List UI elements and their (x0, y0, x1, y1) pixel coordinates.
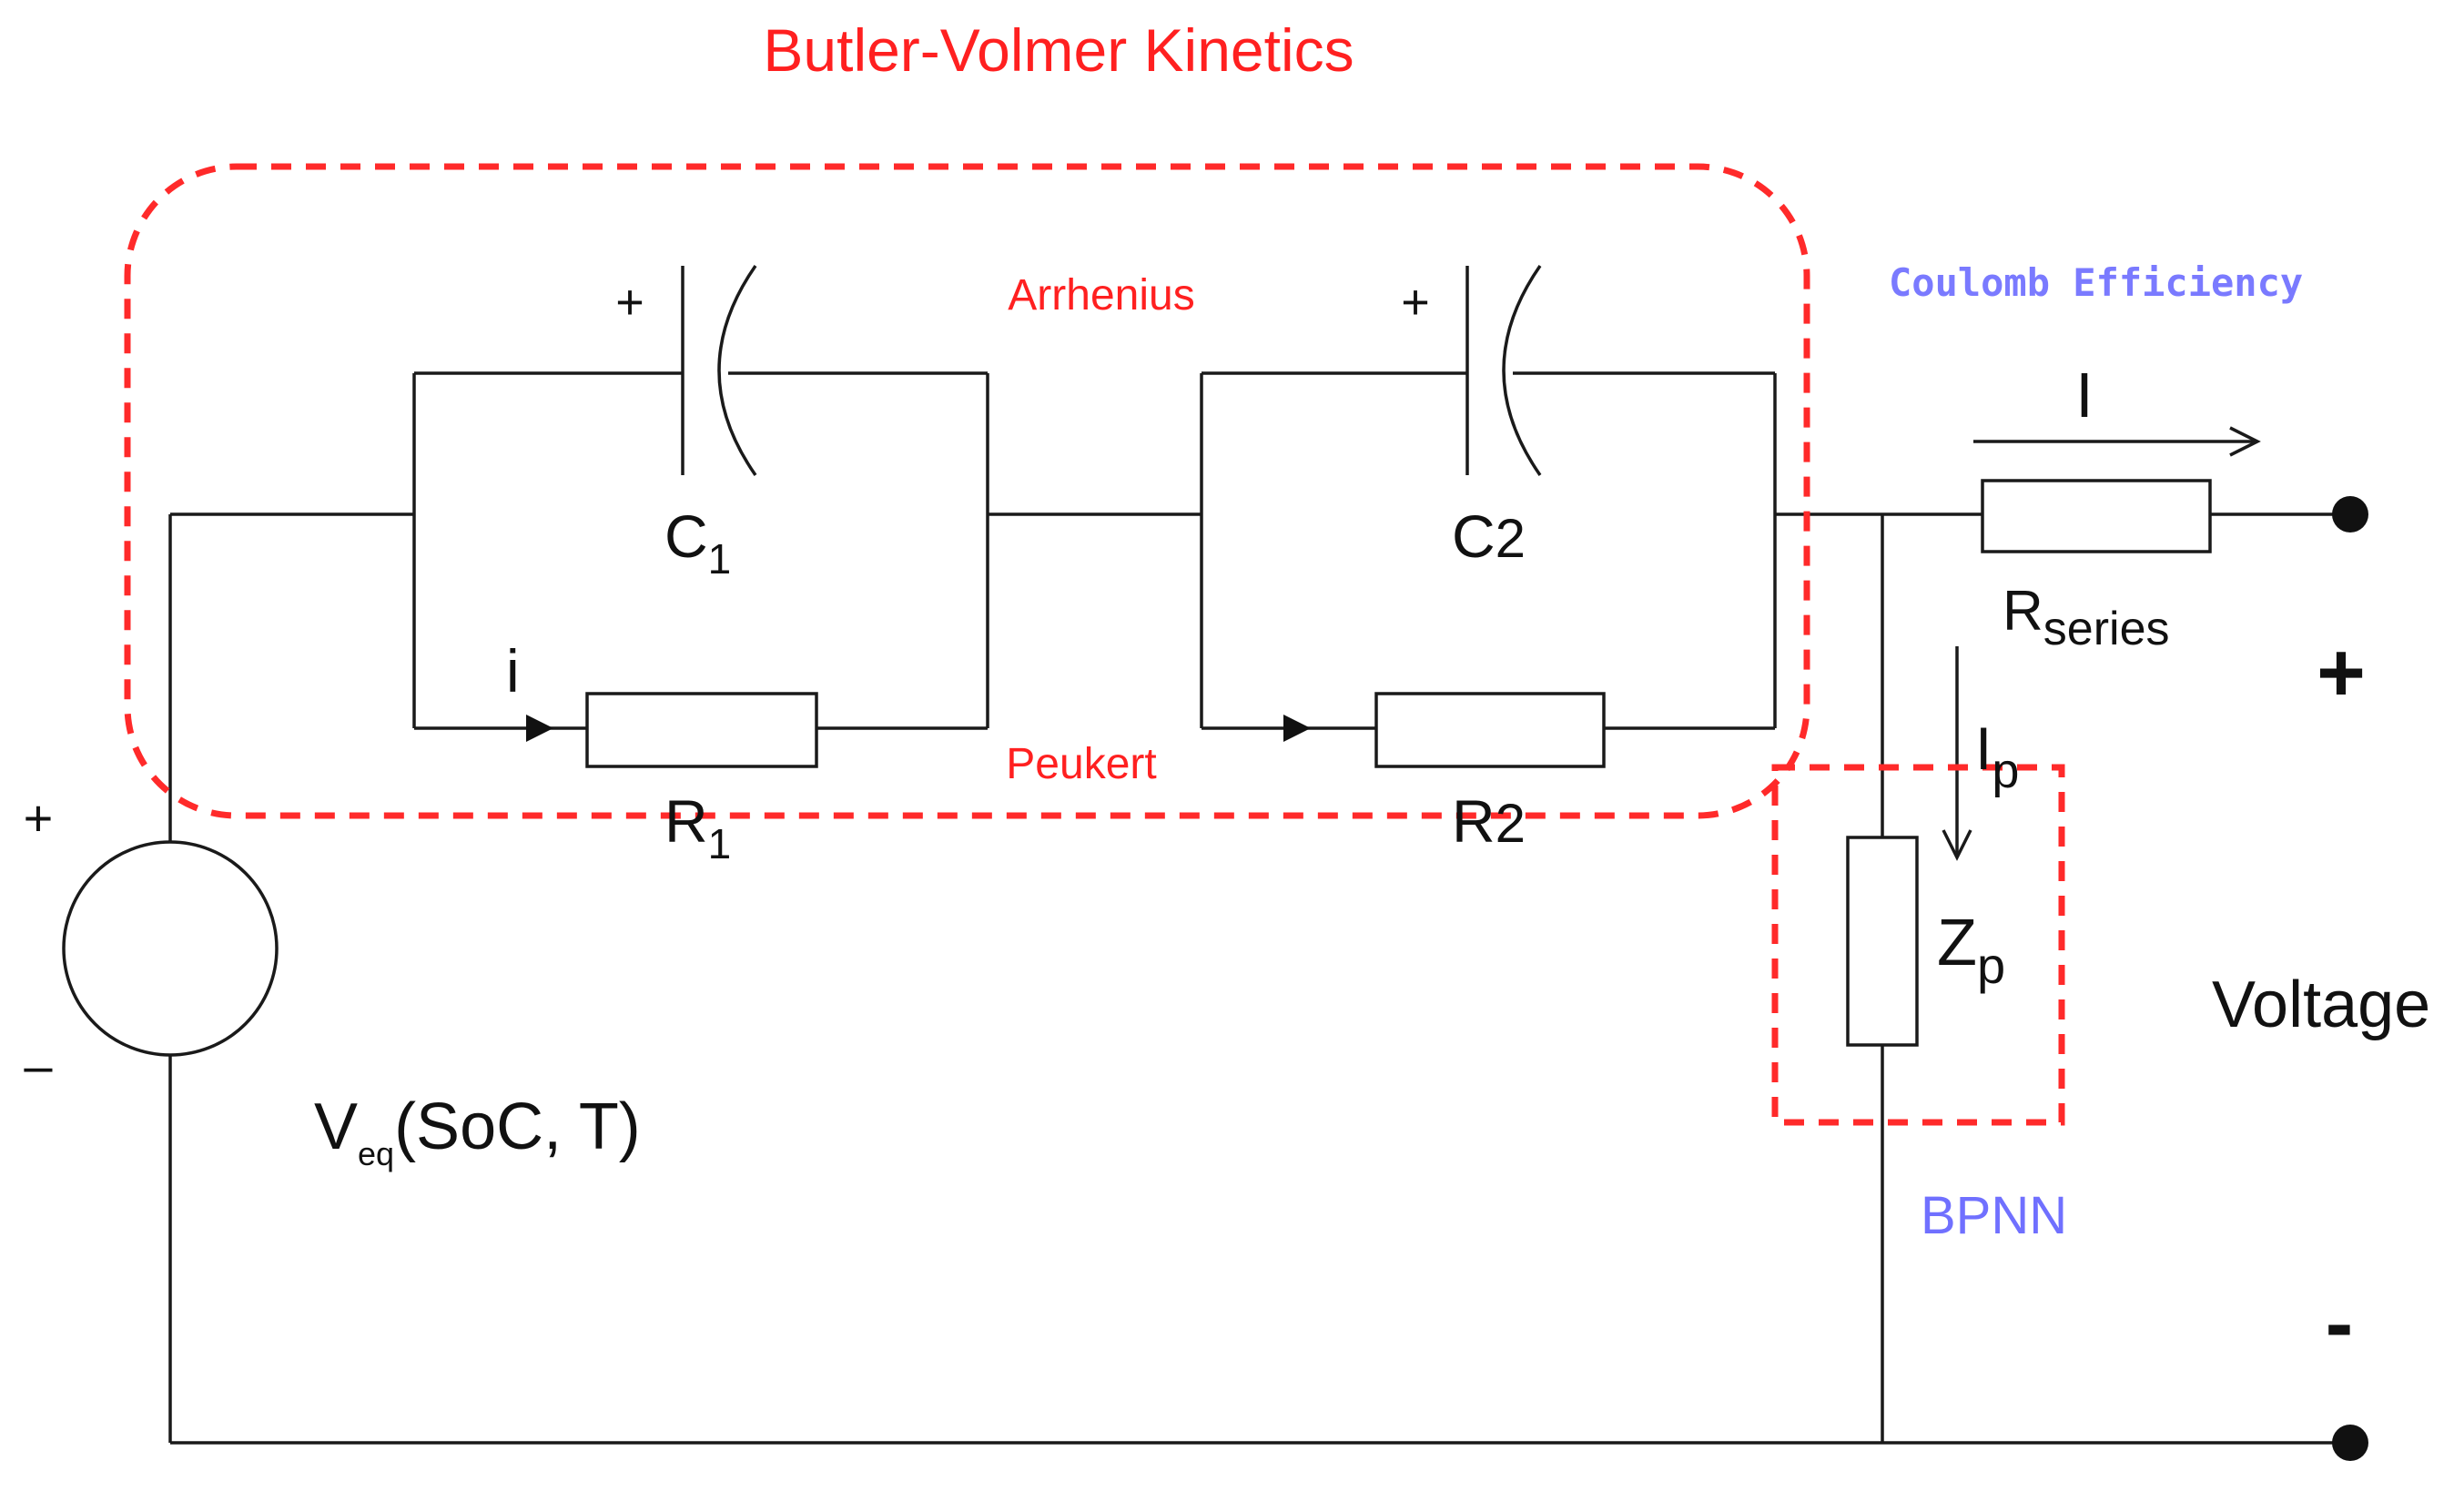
capacitor-c1 (681, 265, 757, 476)
capacitor-c2-plus: + (1401, 275, 1430, 330)
current-arrow-r1 (526, 715, 553, 742)
terminal-minus-sign: - (2326, 1277, 2354, 1370)
current-label-ip: Ip (1975, 715, 2019, 798)
capacitor-c2-label: C2 (1452, 502, 1526, 570)
voltage-source (62, 840, 279, 1057)
diagram-title: Butler-Volmer Kinetics (763, 16, 1354, 84)
resistor-r2 (1374, 692, 1606, 768)
capacitor-c1-label: C1 (664, 502, 731, 583)
current-label-i: i (506, 637, 520, 705)
current-label-main: I (2075, 360, 2093, 431)
terminal-plus-sign: + (2317, 626, 2366, 719)
coulomb-efficiency-label: Coulomb Efficiency (1889, 260, 2303, 305)
bpnn-region (1771, 764, 2065, 1126)
resistor-r1-label: R1 (664, 787, 731, 867)
butler-volmer-region (124, 163, 1810, 819)
current-arrow-r2 (1283, 715, 1311, 742)
bpnn-label: BPNN (1921, 1186, 2067, 1245)
voltage-label: Voltage (2212, 969, 2430, 1041)
capacitor-c2 (1465, 265, 1542, 476)
impedance-zp (1846, 836, 1919, 1047)
capacitor-c1-plus: + (615, 275, 644, 330)
source-minus-sign: – (24, 1037, 53, 1094)
circuit-wires (168, 371, 2350, 1445)
source-plus-sign: + (24, 789, 54, 847)
resistor-r1 (585, 692, 818, 768)
terminal-positive-node (2332, 496, 2368, 532)
current-arrow-ip (1942, 646, 1972, 861)
current-arrow-main (1973, 426, 2261, 457)
peukert-label: Peukert (1006, 740, 1156, 788)
resistor-r2-label: R2 (1452, 787, 1526, 855)
resistor-rseries-label: Rseries (2003, 580, 2170, 655)
arrhenius-label: Arrhenius (1008, 271, 1194, 320)
impedance-zp-label: Zp (1937, 907, 2005, 994)
terminal-negative-node (2332, 1425, 2368, 1461)
resistor-rseries (1981, 479, 2212, 553)
source-label: Veq(SoC, T) (314, 1090, 641, 1172)
